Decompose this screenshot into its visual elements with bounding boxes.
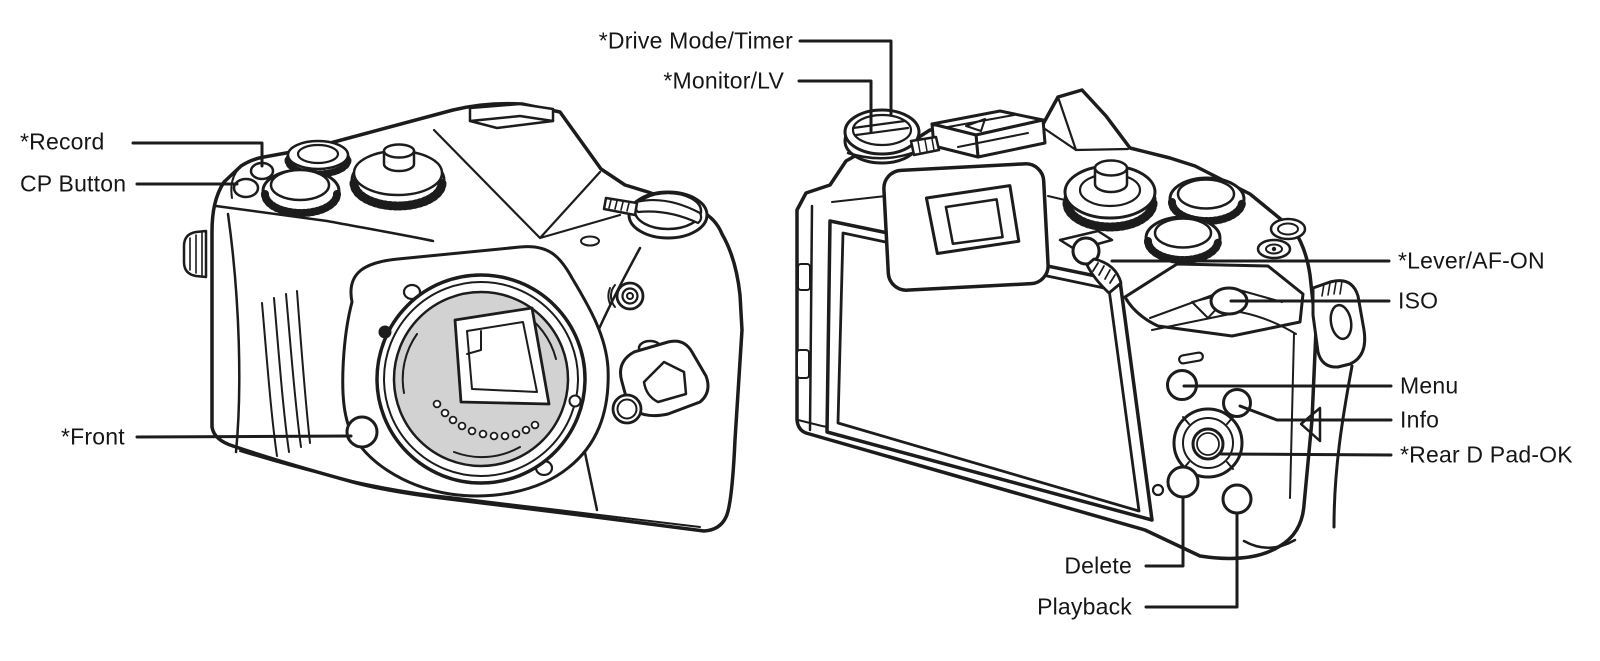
label-iso: ISO: [1398, 287, 1439, 314]
rear-d-pad-ok: [1172, 407, 1244, 479]
leader-playback: [1144, 511, 1239, 609]
mount-pin-hole: [568, 394, 582, 408]
fn-button-rear: [1269, 217, 1307, 241]
shutter-dial: [284, 139, 352, 178]
grip-seam: [226, 212, 241, 454]
leader-front: [135, 434, 353, 439]
rear-top-dial: [1062, 159, 1158, 232]
image-sensor: [453, 306, 551, 406]
power-lever: [602, 190, 709, 240]
playback-button: [1221, 483, 1253, 515]
card-door-seam: [1289, 333, 1295, 499]
hot-shoe-front: [468, 102, 555, 130]
viewfinder-eyecup: [882, 162, 1050, 292]
label-record: *Record: [20, 128, 105, 155]
delete-button: [1166, 465, 1200, 499]
bottom-foot-notch: [1242, 538, 1297, 549]
info-button: [1222, 388, 1252, 418]
mode-dial: [349, 143, 447, 211]
leader-info: [1238, 404, 1393, 422]
front-dial: [261, 168, 341, 217]
indicator-dot: [1151, 483, 1165, 497]
leader-rear-d-pad: [1219, 452, 1393, 457]
leader-lines: [131, 39, 1393, 609]
leader-delete: [1144, 496, 1185, 568]
label-lever-af-on: *Lever/AF-ON: [1398, 247, 1545, 274]
leader-monitor-lv: [797, 79, 873, 133]
label-monitor-lv: *Monitor/LV: [663, 67, 784, 94]
back-camera-illustration: [795, 88, 1367, 561]
leader-record: [131, 141, 264, 168]
label-cp-button: CP Button: [20, 170, 127, 197]
grip-ridges: [261, 290, 311, 457]
pentaprism-facets-back: [1040, 95, 1130, 152]
af-on-lever: [1058, 229, 1123, 295]
fn-button-front: [611, 393, 643, 425]
badge-oval: [580, 235, 600, 247]
label-playback: Playback: [1037, 593, 1132, 620]
hot-shoe: [930, 109, 1047, 159]
cp-button: [232, 177, 260, 199]
preview-button: [607, 281, 645, 311]
hinge-strip: [808, 204, 814, 432]
bottom-plate-line: [239, 450, 701, 528]
label-front: *Front: [61, 423, 125, 450]
button-platform: [230, 161, 249, 199]
speaker-slot: [1178, 351, 1204, 365]
label-info: Info: [1400, 406, 1440, 433]
hinge-notch: [796, 349, 810, 379]
rear-knurled-dial-upper: [1168, 176, 1246, 225]
label-menu: Menu: [1400, 372, 1459, 399]
lens-mount: [375, 273, 587, 485]
strap-lug-right-back: [1311, 279, 1367, 529]
rear-knurled-dial-lower: [1144, 215, 1222, 264]
mount-contacts: [432, 399, 540, 441]
label-delete: Delete: [1064, 552, 1132, 579]
strap-lug-right-front: [619, 339, 710, 418]
front-camera-illustration: [182, 101, 744, 533]
pentaprism-facets-front: [432, 128, 622, 240]
front-function-button: [345, 415, 379, 449]
mount-index-dot: [378, 325, 392, 339]
label-rear-d-pad-ok: *Rear D Pad-OK: [1400, 441, 1573, 468]
leader-drive-mode-timer: [798, 39, 893, 116]
drive-mode-timer-dial: [843, 108, 941, 165]
rec-button-rear: [1256, 238, 1292, 260]
strap-lug-left: [182, 229, 208, 279]
hinge-notch: [797, 263, 811, 291]
front-top-seam: [214, 204, 435, 243]
label-drive-mode-timer: *Drive Mode/Timer: [598, 27, 793, 54]
card-door-triangle: [1299, 406, 1322, 443]
